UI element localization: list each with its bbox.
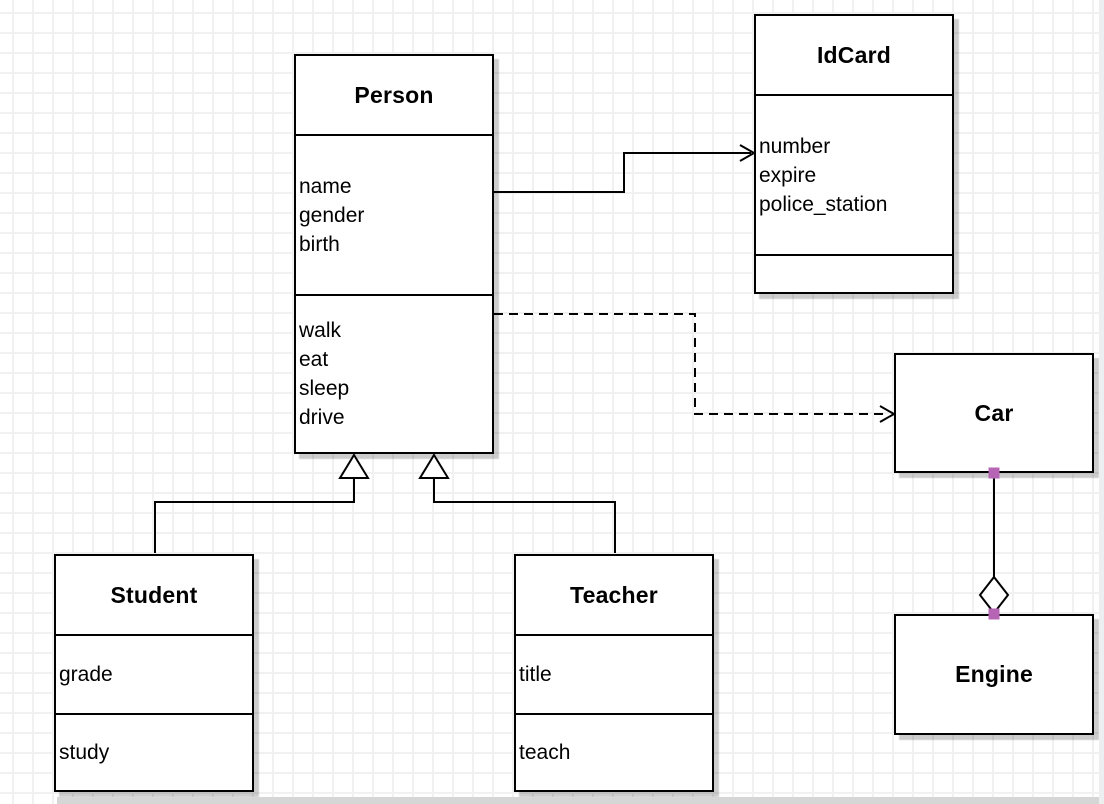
attribute: gender [299,203,365,227]
horizontal-scrollbar[interactable] [57,797,1104,804]
method: study [59,741,110,764]
class-idcard-title: IdCard [816,41,892,68]
class-person-methods: walk eat sleep drive [296,294,492,452]
class-teacher-title: Teacher [570,581,658,608]
attribute: name [299,174,352,198]
method: walk [299,319,342,342]
method: eat [299,348,329,371]
connector-student-person-generalization[interactable] [154,453,370,553]
class-student-title: Student [110,581,198,608]
class-engine-title: Engine [955,661,1033,687]
class-engine[interactable]: Engine [894,614,1094,735]
class-student[interactable]: Student grade study [54,554,254,792]
open-arrow-icon [739,144,757,162]
class-teacher-methods: teach [516,713,712,790]
attribute: police_station [759,192,888,216]
connector-person-car-dependency[interactable] [494,313,897,423]
class-student-attributes: grade [56,634,252,713]
class-person-attributes: name gender birth [296,134,492,294]
attribute: expire [759,163,817,187]
method: drive [299,406,345,429]
attribute: number [759,134,831,158]
class-person[interactable]: Person name gender birth walk eat sleep … [294,54,494,454]
class-teacher-attributes: title [516,634,712,713]
attribute: title [519,663,552,686]
class-student-methods: study [56,713,252,790]
class-idcard-methods [756,254,952,292]
class-idcard[interactable]: IdCard number expire police_station [754,14,954,294]
method: sleep [299,377,350,400]
class-idcard-attributes: number expire police_station [756,94,952,254]
vertical-scrollbar[interactable] [1099,0,1104,804]
hollow-diamond-icon [978,575,1010,615]
hollow-triangle-icon [338,453,370,479]
connector-person-idcard-association[interactable] [494,144,757,193]
class-teacher[interactable]: Teacher title teach [514,554,714,792]
attribute: birth [299,232,340,256]
hollow-triangle-icon [418,453,450,479]
connector-car-engine-aggregation[interactable] [978,467,1010,620]
open-arrow-icon [879,405,897,423]
method: teach [519,741,571,764]
class-car-title: Car [974,399,1014,426]
attribute: grade [59,663,113,686]
connector-teacher-person-generalization[interactable] [418,453,616,553]
class-car[interactable]: Car [894,353,1094,473]
class-person-title: Person [354,81,434,108]
